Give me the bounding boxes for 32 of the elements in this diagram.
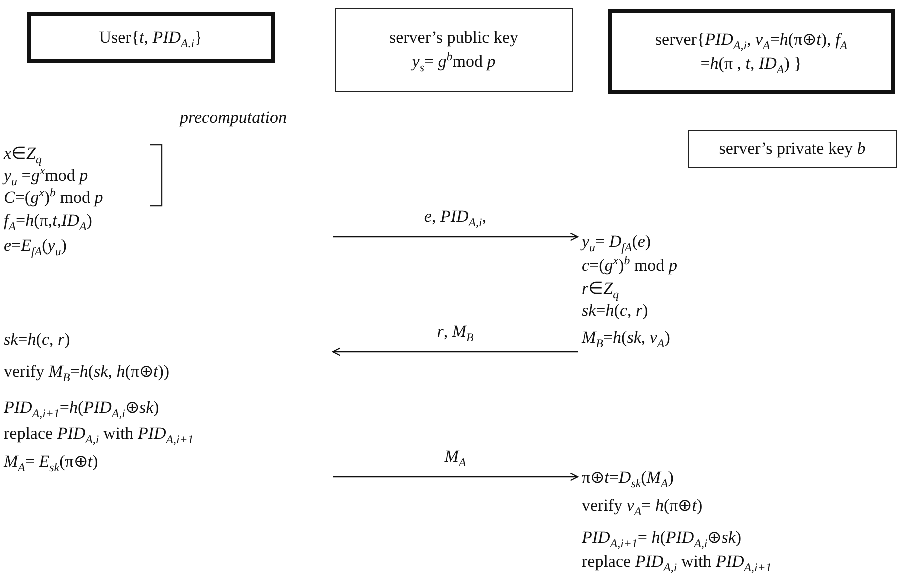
message-arrow	[333, 232, 579, 242]
formula-text: replace PID$_{A,i}$ with PID$_{A,i+1}$	[582, 552, 772, 572]
party-box	[608, 9, 895, 94]
formula-text: PID$_{A,i+1}$=h(PID$_{A,i}$⊕sk)	[4, 398, 160, 418]
formula-text: PID$_{A,i+1}$= h(PID$_{A,i}$⊕sk)	[582, 528, 742, 548]
message-arrow	[332, 348, 578, 356]
formula-text: sk=h(c, r)	[4, 330, 70, 350]
box-label: server’s public key	[389, 27, 519, 49]
formula-text: y$_{u}$ =g$^{x}$mod p	[4, 166, 88, 186]
formula-text: M$_{A}$= E$_{sk}$(π⊕t)	[4, 452, 98, 472]
formula-text: π⊕t=D$_{sk}$(M$_{A}$)	[582, 468, 674, 488]
party-box	[27, 12, 275, 63]
formula-text: y$_{u}$= D$_{fA}$(e)	[582, 232, 652, 252]
box-label: server’s private key b	[719, 138, 866, 160]
formula-text: verify v$_{A}$= h(π⊕t)	[582, 496, 703, 516]
formula-text: sk=h(c, r)	[582, 301, 648, 321]
formula-text: c=(g$^{x}$)$^{b}$ mod p	[582, 256, 678, 276]
message-arrow	[333, 472, 579, 482]
key-box	[688, 130, 897, 168]
formula-text: M$_{B}$=h(sk, v$_{A}$)	[582, 328, 670, 348]
formula-text: C=(g$^{x}$)$^{b}$ mod p	[4, 188, 104, 208]
formula-text: x∈Z$_{q}$	[4, 144, 42, 164]
key-box	[335, 8, 573, 92]
box-label: server{PID$_{A,i}$, v$_{A}$=h(π⊕t), f$_{A}$ =h(π , t, ID$_{A}$) }	[654, 28, 849, 76]
formula-text: r∈Z$_{q}$	[582, 279, 620, 299]
box-label: y$_{s}$= g$^{b}$mod p	[412, 50, 496, 74]
formula-text: e=E$_{fA}$(y$_{u}$)	[4, 236, 67, 256]
formula-text: f$_{A}$=h(π,t,ID$_{A}$)	[4, 211, 92, 231]
box-label: User{t, PID$_{A.i}$}	[99, 26, 203, 50]
annotation-text: precomputation	[180, 108, 288, 128]
formula-text: replace PID$_{A,i}$ with PID$_{A,i+1}$	[4, 424, 194, 444]
formula-text: verify M$_{B}$=h(sk, h(π⊕t))	[4, 362, 170, 382]
